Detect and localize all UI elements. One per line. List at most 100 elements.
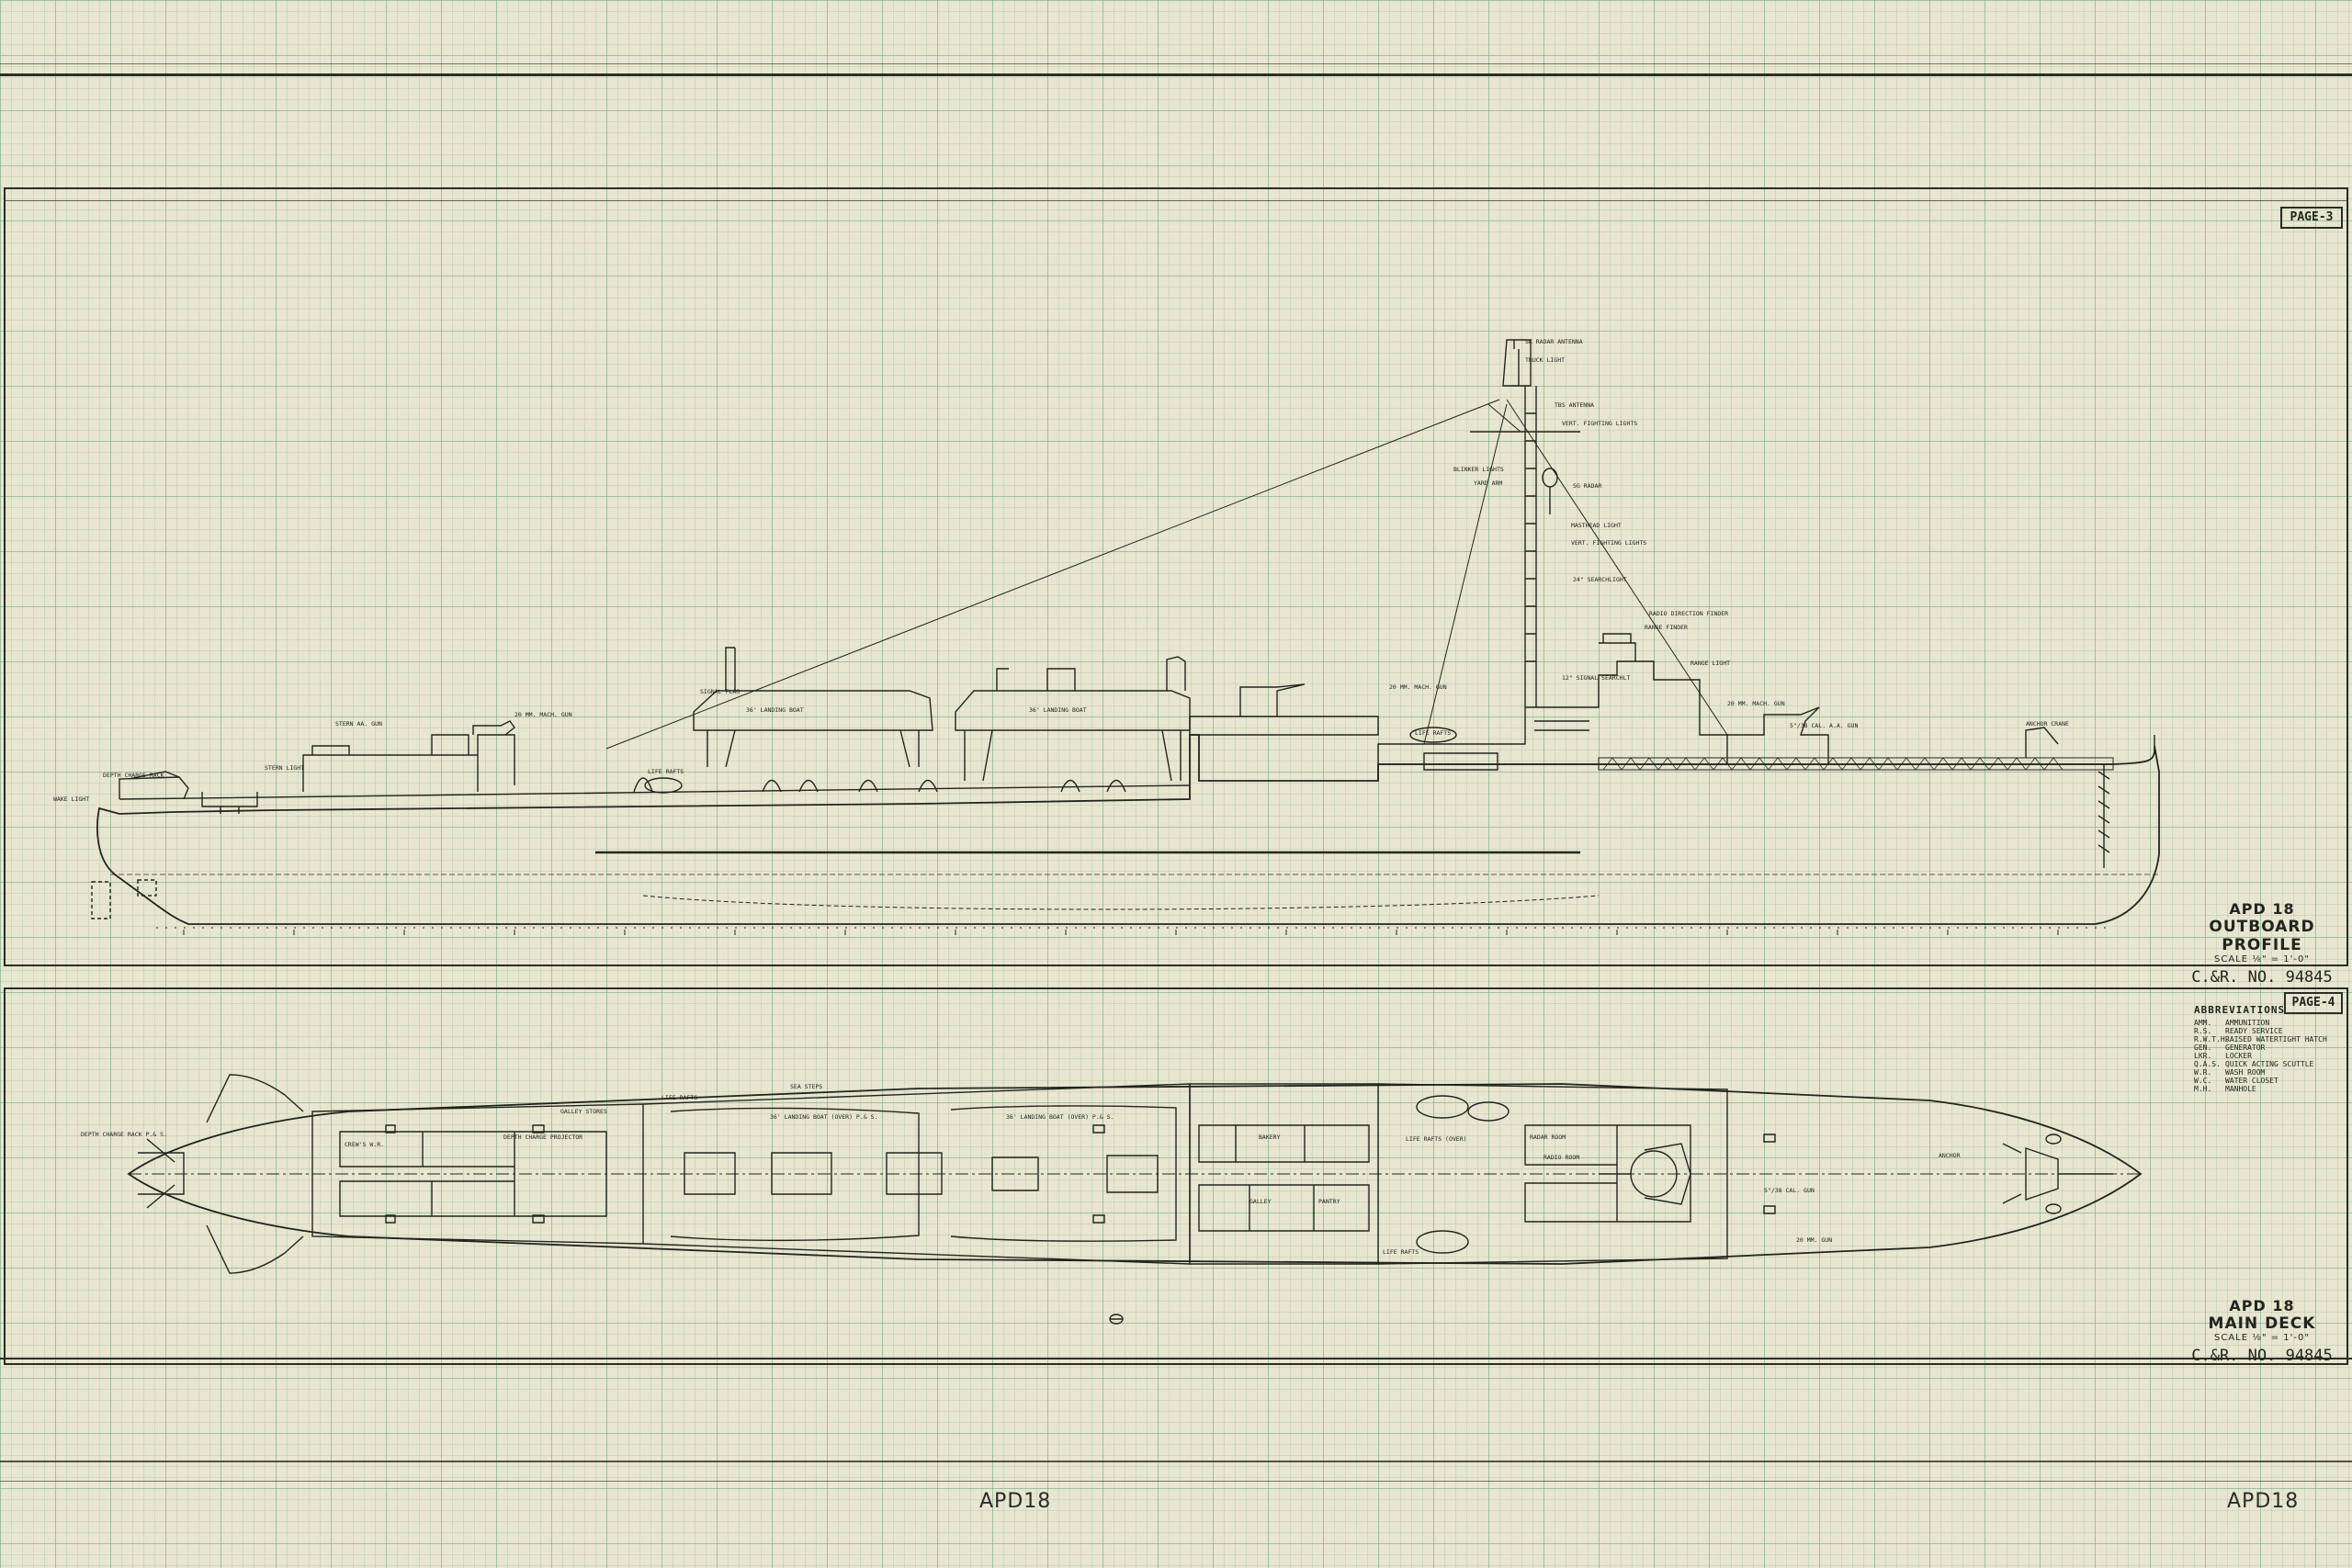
profile-rudder xyxy=(91,879,157,919)
callout-label: 20 MM. MACH. GUN xyxy=(514,711,572,718)
callout-label: LIFE RAFTS xyxy=(1415,729,1451,737)
deck-fittings xyxy=(385,1124,1776,1224)
profile-stay-aft xyxy=(605,399,1500,750)
deck-hull-outline xyxy=(127,1083,2143,1265)
deck-gun-shield xyxy=(1644,1143,1691,1205)
abbreviation-key: W.R. xyxy=(2194,1068,2212,1077)
deck-landing-boat-over-1 xyxy=(670,1107,920,1242)
abbreviation-value: QUICK ACTING SCUTTLE xyxy=(2225,1060,2314,1068)
profile-landing-boat-fwd xyxy=(955,690,1191,782)
deck-label: 36' LANDING BOAT (OVER) P.& S. xyxy=(770,1113,877,1121)
deck-stern-detail xyxy=(138,1138,185,1209)
callout-label: ANCHOR CRANE xyxy=(2026,720,2069,728)
profile-scale: SCALE ⅛" = 1'-0" xyxy=(2214,954,2310,964)
deck-bridge-block xyxy=(1377,1083,1728,1265)
deck-life-raft-fwd-port xyxy=(1467,1101,1510,1122)
callout-label: 24" SEARCHLIGHT xyxy=(1573,576,1627,583)
profile-stay-brace xyxy=(1479,403,1522,433)
callout-label: DEPTH CHARGE RACK xyxy=(103,772,164,779)
profile-superstructure xyxy=(1377,660,1728,781)
abbreviation-row: M.H.MANHOLE xyxy=(2194,1085,2348,1093)
deck-label: GALLEY STORES xyxy=(560,1108,607,1115)
profile-stern-house xyxy=(302,734,515,792)
top-rule-bold xyxy=(0,73,2352,76)
profile-title-block: APD 18 OUTBOARD PROFILE SCALE ⅛" = 1'-0"… xyxy=(2179,900,2345,987)
outboard-profile-drawing xyxy=(91,339,2160,935)
profile-hull xyxy=(96,734,2160,925)
deck-label: RADIO ROOM xyxy=(1544,1154,1579,1161)
callout-label: 5"/38 CAL. A.A. GUN xyxy=(1790,722,1858,729)
callout-label: RANGE LIGHT xyxy=(1690,660,1730,667)
callout-label: 36' LANDING BOAT xyxy=(746,706,804,714)
profile-stern-gun xyxy=(472,720,515,736)
callout-label: 12" SIGNAL SEARCHLT xyxy=(1562,674,1630,682)
abbreviation-row: W.C. WATER CLOSET xyxy=(2194,1077,2348,1085)
deck-label: SEA STEPS xyxy=(790,1083,822,1090)
profile-callout-labels: SK RADAR ANTENNA TRUCK LIGHT TBS ANTENNA… xyxy=(53,338,2069,803)
callout-label: WAKE LIGHT xyxy=(53,795,89,803)
abbreviations-title: ABBREVIATIONS xyxy=(2194,1004,2286,1016)
footer-label-left: APD18 xyxy=(979,1490,1052,1513)
profile-davit-2 xyxy=(996,668,1009,691)
abbreviation-key: LKR. xyxy=(2194,1052,2212,1060)
deck-life-raft-stbd xyxy=(1416,1230,1469,1254)
callout-label: RANGE FINDER xyxy=(1645,624,1688,631)
deck-forward-gun xyxy=(1599,1150,1678,1198)
deck-label: LIFE RAFTS xyxy=(662,1094,697,1101)
deck-label: CREW'S W.R. xyxy=(345,1141,384,1148)
main-deck-drawing xyxy=(127,1074,2143,1325)
profile-depth-charge-rack xyxy=(119,771,189,800)
deck-label: ANCHOR xyxy=(1939,1152,1961,1159)
deck-rooms-galley xyxy=(1198,1124,1370,1232)
deck-label: 20 MM. GUN xyxy=(1796,1236,1832,1244)
profile-depth-projector xyxy=(201,792,258,814)
deck-anchor-port xyxy=(2045,1134,2062,1145)
callout-label: VERT. FIGHTING LIGHTS xyxy=(1571,539,1646,547)
callout-label: STERN AA. GUN xyxy=(335,720,382,728)
abbreviation-key: R.W.T.H. xyxy=(2194,1035,2230,1043)
main-deck-ship-name: APD 18 xyxy=(2229,1297,2295,1314)
footer-label-right: APD18 xyxy=(2227,1490,2300,1513)
abbreviation-row: R.S.READY SERVICE xyxy=(2194,1027,2348,1035)
callout-label: YARD ARM xyxy=(1474,479,1502,487)
bottom-rule-3 xyxy=(0,1481,2352,1482)
callout-label: 20 MM. MACH. GUN xyxy=(1389,683,1447,691)
callout-label: RADIO DIRECTION FINDER xyxy=(1649,610,1728,617)
top-rule xyxy=(0,63,2352,64)
deck-scale-mark xyxy=(1109,1314,1124,1325)
deck-bow-fittings xyxy=(2002,1143,2113,1204)
abbreviation-value: READY SERVICE xyxy=(2225,1027,2283,1035)
callout-label: 36' LANDING BOAT xyxy=(1029,706,1087,714)
deck-life-raft-port xyxy=(1416,1095,1469,1119)
main-deck-title-block: APD 18 MAIN DECK SCALE ⅛" = 1'-0" C.&R. … xyxy=(2179,1297,2345,1365)
profile-stay-fwd xyxy=(1506,399,1728,736)
deck-label: 5"/38 CAL. GUN xyxy=(1764,1187,1815,1194)
profile-life-raft-2 xyxy=(1409,727,1457,743)
profile-stay-fwd2 xyxy=(1423,403,1508,745)
abbreviation-value: WASH ROOM xyxy=(2225,1068,2266,1077)
abbreviation-row: R.W.T.H.RAISED WATERTIGHT HATCH xyxy=(2194,1035,2348,1043)
deck-label: DEPTH CHARGE PROJECTOR xyxy=(503,1134,582,1141)
profile-topmast xyxy=(1502,339,1532,387)
profile-bilge-dashed xyxy=(642,895,1600,910)
callout-label: TRUCK LIGHT xyxy=(1525,356,1565,364)
abbreviation-value: RAISED WATERTIGHT HATCH xyxy=(2225,1035,2327,1043)
abbreviation-row: GEN.GENERATOR xyxy=(2194,1043,2348,1052)
abbreviation-row: W.R. WASH ROOM xyxy=(2194,1068,2348,1077)
callout-label: STERN LIGHT xyxy=(265,764,304,772)
profile-page-label: PAGE-3 xyxy=(2280,207,2343,229)
callout-label: LIFE RAFTS xyxy=(648,768,684,775)
profile-director xyxy=(1599,633,1636,661)
abbreviation-key: GEN. xyxy=(2194,1043,2212,1052)
profile-forward-gun xyxy=(1727,706,1829,764)
profile-view-name: OUTBOARD PROFILE xyxy=(2209,918,2315,954)
deck-label: 36' LANDING BOAT (OVER) P.& S. xyxy=(1006,1113,1114,1121)
main-deck-view-name: MAIN DECK xyxy=(2208,1314,2316,1333)
abbreviation-value: WATER CLOSET xyxy=(2225,1077,2278,1085)
callout-label: TBS ANTENNA xyxy=(1555,401,1594,409)
deck-label: PANTRY xyxy=(1318,1198,1340,1205)
abbreviation-key: W.C. xyxy=(2194,1077,2212,1085)
deck-label: LIFE RAFTS (OVER) xyxy=(1406,1135,1467,1143)
